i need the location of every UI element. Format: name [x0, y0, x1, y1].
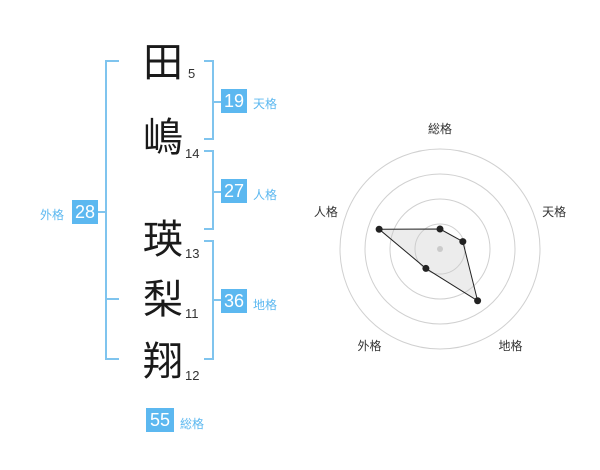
gaikaku-bracket-bottom: [105, 358, 119, 360]
gaikaku-bracket-vertical: [105, 60, 107, 360]
kanji-char-2: 嶋: [143, 115, 183, 161]
soukaku-label: 総格: [180, 417, 205, 431]
stroke-count-4: 11: [185, 306, 199, 321]
stroke-count-1: 5: [188, 66, 196, 81]
radar-axis-label-5: 人格: [314, 204, 338, 219]
stroke-count-2: 14: [185, 146, 200, 161]
radar-point-4: [422, 264, 430, 272]
radar-ring-3: [364, 173, 516, 325]
kanji-char-5: 翔: [143, 339, 183, 385]
gaikaku-connector: [98, 211, 106, 213]
tenkaku-value-badge: 19: [221, 89, 247, 113]
jinkaku-bracket-bottom: [204, 228, 214, 230]
tenkaku-bracket-vertical: [212, 60, 214, 140]
radar-point-5: [375, 225, 383, 233]
jinkaku-bracket-top: [204, 150, 214, 152]
radar-ring-4: [339, 148, 541, 350]
chikaku-label: 地格: [253, 298, 278, 312]
gaikaku-value-badge: 28: [72, 200, 98, 224]
jinkaku-connector: [213, 191, 221, 193]
radar-point-3: [474, 297, 482, 305]
soukaku-value-badge: 55: [146, 408, 174, 432]
gaikaku-bracket-mid: [105, 298, 119, 300]
radar-point-1: [436, 225, 444, 233]
radar-point-2: [459, 238, 467, 246]
gaikaku-label: 外格: [40, 208, 65, 222]
chikaku-bracket-bottom: [204, 358, 214, 360]
tenkaku-bracket-top: [204, 60, 214, 62]
radar-axis-label-1: 総格: [428, 121, 452, 136]
jinkaku-bracket-vertical: [212, 150, 214, 230]
kanji-char-4: 梨: [143, 277, 183, 323]
jinkaku-label: 人格: [253, 188, 278, 202]
stroke-count-5: 12: [185, 368, 200, 383]
stroke-count-3: 13: [185, 246, 200, 261]
tenkaku-bracket-bottom: [204, 138, 214, 140]
gaikaku-bracket-top: [105, 60, 119, 62]
tenkaku-label: 天格: [253, 97, 278, 111]
chikaku-bracket-top: [204, 240, 214, 242]
radar-axis-label-4: 外格: [357, 338, 381, 353]
chikaku-value-badge: 36: [221, 289, 247, 313]
kanji-char-1: 田: [143, 40, 183, 86]
radar-series-area: [377, 228, 479, 302]
radar-axis-label-2: 天格: [542, 204, 566, 219]
radar-center-dot: [437, 246, 443, 252]
radar-axis-label-3: 地格: [499, 338, 523, 353]
radar-ring-2: [389, 198, 491, 300]
kanji-char-3: 瑛: [143, 217, 183, 263]
tenkaku-connector: [213, 101, 221, 103]
jinkaku-value-badge: 27: [221, 179, 247, 203]
chikaku-connector: [213, 299, 221, 301]
